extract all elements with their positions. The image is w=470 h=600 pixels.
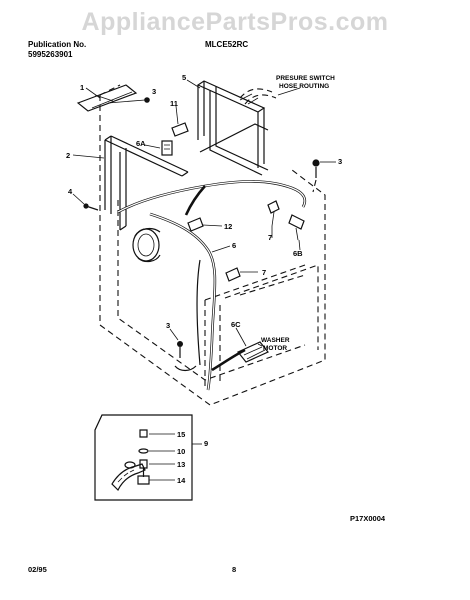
screw-top [107, 97, 150, 104]
callout-7-upper: 7 [268, 233, 272, 242]
top-brace [76, 84, 138, 112]
callout-5: 5 [182, 73, 186, 82]
callout-3-right: 3 [338, 157, 342, 166]
component-6a [161, 140, 173, 156]
cabinet-outline [99, 84, 326, 406]
pressure-switch-hose [239, 88, 277, 105]
callout-6c: 6C [231, 320, 241, 329]
figure-code: P17X0004 [350, 514, 386, 523]
inset-motor-mount [94, 414, 202, 501]
callout-6a: 6A [136, 139, 146, 148]
callout-3-lower: 3 [166, 321, 170, 330]
clip-7-upper [267, 200, 280, 227]
callout-9: 9 [204, 439, 208, 448]
footer-date: 02/95 [28, 565, 47, 574]
wire-harness [117, 180, 307, 391]
callout-11: 11 [170, 99, 178, 108]
model-number: MLCE52RC [205, 40, 249, 49]
callout-12: 12 [224, 222, 232, 231]
screw-left [72, 193, 99, 211]
callout-10: 10 [177, 447, 185, 456]
pressure-switch-note-line1: PRESURE SWITCH [276, 75, 335, 82]
callout-6: 6 [232, 241, 236, 250]
watermark: AppliancePartsPros.com [81, 8, 389, 36]
left-frame-bracket [104, 135, 189, 231]
callout-15: 15 [177, 430, 185, 439]
clip-11 [171, 122, 189, 137]
washer-motor-note-line2: MOTOR [263, 345, 287, 352]
screw-lower [169, 328, 197, 372]
washer-motor-connector [211, 327, 269, 372]
callout-leaders [72, 79, 301, 253]
publication-number: 5995263901 [28, 50, 73, 59]
callout-14: 14 [177, 476, 186, 485]
clip-7-lower [225, 267, 258, 282]
callout-3-top: 3 [152, 87, 156, 96]
footer-page-number: 8 [232, 565, 237, 574]
pressure-switch-connector [288, 214, 305, 241]
rear-frame [196, 80, 269, 176]
screw-right [312, 159, 336, 193]
callout-4: 4 [68, 187, 73, 196]
callout-6b: 6B [293, 249, 303, 258]
clip-12 [187, 217, 223, 232]
callout-13: 13 [177, 460, 185, 469]
callout-1: 1 [80, 83, 84, 92]
callout-2: 2 [66, 151, 70, 160]
publication-label: Publication No. [28, 40, 87, 49]
washer-motor-note-line1: WASHER [261, 337, 290, 344]
callout-7-lower: 7 [262, 268, 266, 277]
pressure-switch-note-line2: HOSE ROUTING [279, 83, 329, 90]
